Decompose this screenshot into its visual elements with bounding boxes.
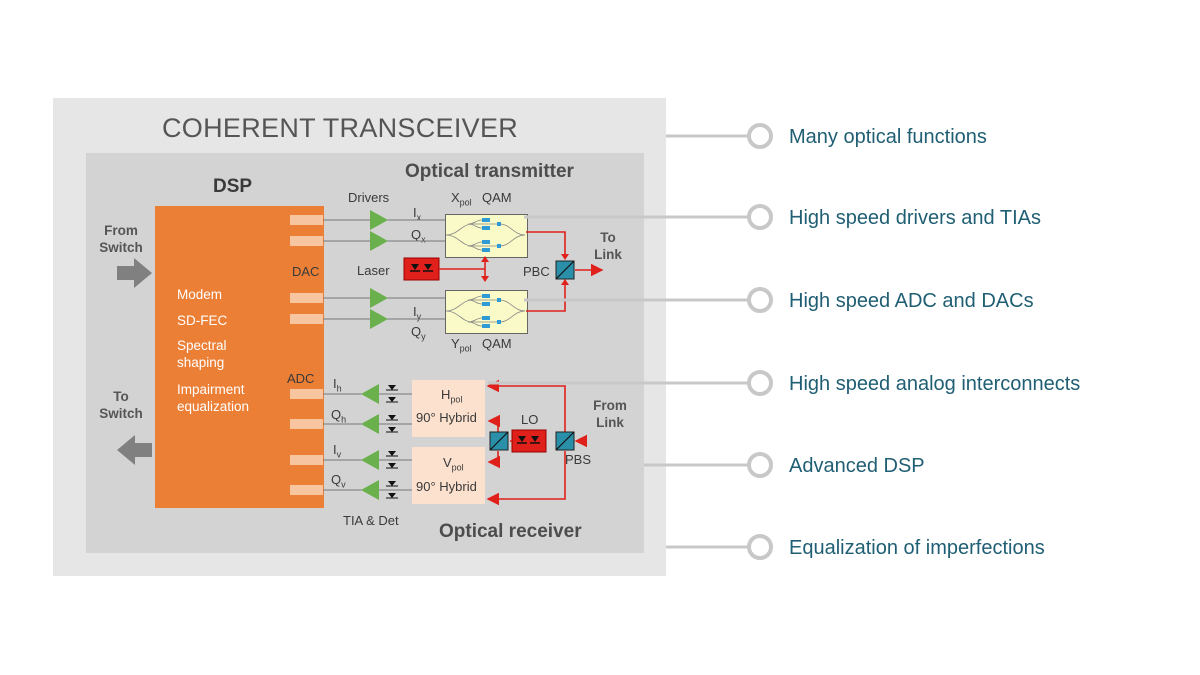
dsp-function-spectral: Spectral [177,338,227,353]
feature-advanced-dsp: Advanced DSP [789,455,925,477]
feature-optical-functions: Many optical functions [789,126,987,148]
tia-amp-iv [361,450,379,470]
lo-diode-icon [517,436,540,444]
dac-port [290,215,323,225]
signal-iv-label: Iv [333,442,342,460]
feature-marker-icon [747,534,773,560]
hpol-hybrid-label: 90° Hybrid [416,410,477,425]
driver-amp-qx [370,231,388,251]
signal-qh-label: Qh [331,407,347,425]
vpol-hybrid-label: 90° Hybrid [416,479,477,494]
dsp-function-impairment: Impairment [177,382,245,397]
transmitter-title: Optical transmitter [405,161,574,182]
receiver-title: Optical receiver [439,521,582,542]
lo-source [511,429,547,453]
tia-amp-qv [361,480,379,500]
dsp-title: DSP [213,176,253,197]
driver-amp-iy [370,288,388,308]
tia-amp-qh [361,414,379,434]
adc-label: ADC [287,371,315,386]
to-switch-arrow [117,435,152,465]
dac-label: DAC [292,264,320,279]
hpol-label: Hpol [441,387,463,405]
dsp-function-sdfec: SD-FEC [177,313,228,328]
pbc-label: PBC [523,264,550,279]
tia-det-label: TIA & Det [343,513,399,528]
ypol-interferometer [445,295,526,327]
pbc-splitter [555,260,575,280]
lo-label: LO [521,412,539,427]
signal-iy-label: Iy [413,304,422,322]
ypol-phase-electrodes [482,294,501,328]
adc-port [290,419,323,429]
feature-marker-icon [747,370,773,396]
hpol-hybrid [412,380,485,437]
drivers-label: Drivers [348,190,390,205]
photodetectors [388,385,396,498]
dsp-function-modem: Modem [177,287,223,302]
feature-adc-dacs: High speed ADC and DACs [789,290,1034,312]
feature-drivers-tias: High speed drivers and TIAs [789,207,1041,229]
xpol-interferometer [445,219,526,251]
laser-source [403,257,440,281]
feature-connectors [488,134,748,549]
vpol-hybrid [412,447,485,504]
adc-port [290,485,323,495]
laser-diode-icon [410,264,433,272]
vpol-label: Vpol [443,455,464,473]
dsp-function-shaping: shaping [177,355,225,370]
feature-marker-icon [747,452,773,478]
dac-port [290,236,323,246]
signal-qx-label: Qx [411,227,426,245]
laser-label: Laser [357,263,390,278]
ypol-qam-label: QAM [482,336,512,351]
feature-marker-icon [747,287,773,313]
tia-amp-ih [361,384,379,404]
tia-amplifiers [361,384,379,500]
feature-marker-icon [747,123,773,149]
adc-port [290,455,323,465]
from-switch-arrow [117,258,152,288]
xpol-qam-label: QAM [482,190,512,205]
signal-qv-label: Qv [331,472,346,490]
signal-ih-label: Ih [333,376,342,394]
diagram-title: COHERENT TRANSCEIVER [162,113,519,143]
xpol-label: Xpol [451,190,472,208]
feature-analog-interconnects: High speed analog interconnects [789,373,1081,395]
signal-ix-label: Ix [413,205,422,223]
signal-qy-label: Qy [411,324,426,342]
feature-markers [747,123,773,560]
ypol-label: Ypol [451,336,472,354]
dac-port [290,314,323,324]
xpol-phase-electrodes [482,218,501,252]
pbs-label: PBS [565,452,592,467]
dac-port [290,293,323,303]
feature-equalization: Equalization of imperfections [789,537,1045,559]
lo-splitter [489,431,509,451]
driver-amp-ix [370,210,388,230]
adc-port [290,389,323,399]
pbs-splitter [555,431,575,451]
driver-amplifiers [370,210,388,329]
driver-amp-qy [370,309,388,329]
dsp-function-equalization: equalization [177,399,250,414]
feature-marker-icon [747,204,773,230]
